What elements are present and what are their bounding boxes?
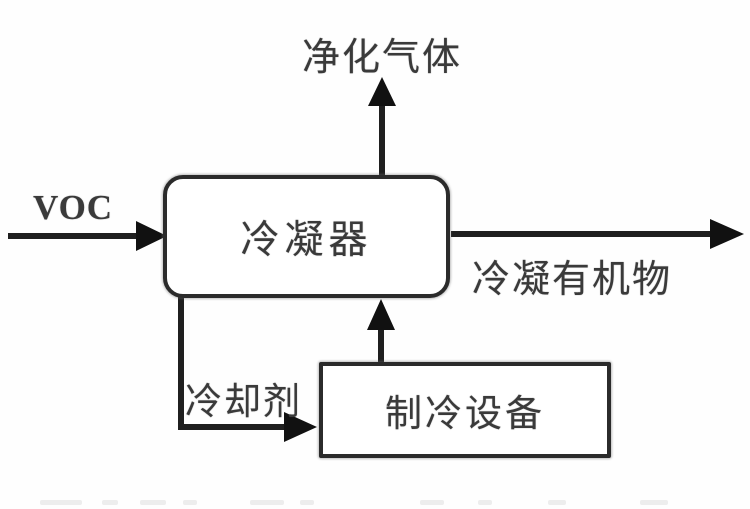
arrowhead-right-icon xyxy=(710,219,744,249)
coolant-line-arrow xyxy=(178,297,317,442)
cropped-caption-remnant xyxy=(0,498,750,509)
refrigeration-equipment-label: 制冷设备 xyxy=(385,394,545,435)
arrowhead-up-icon xyxy=(368,77,396,106)
node-condenser: 冷凝器 xyxy=(163,175,450,298)
voc-input-label: VOC xyxy=(33,188,114,227)
arrowhead-up-icon xyxy=(367,299,395,330)
coolant-label: 冷却剂 xyxy=(185,382,302,423)
refrigerant-return-arrow xyxy=(367,299,395,363)
condensed-organics-label: 冷凝有机物 xyxy=(472,259,673,301)
condensed-organics-arrow xyxy=(451,219,744,249)
node-refrigeration-equipment: 制冷设备 xyxy=(319,362,611,458)
purified-gas-arrow xyxy=(368,77,396,177)
voc-inlet-arrow xyxy=(8,221,167,251)
arrowhead-right-icon xyxy=(284,412,317,442)
purified-gas-label: 净化气体 xyxy=(302,37,463,79)
arrowhead-right-icon xyxy=(136,221,167,251)
condenser-label: 冷凝器 xyxy=(240,218,373,262)
